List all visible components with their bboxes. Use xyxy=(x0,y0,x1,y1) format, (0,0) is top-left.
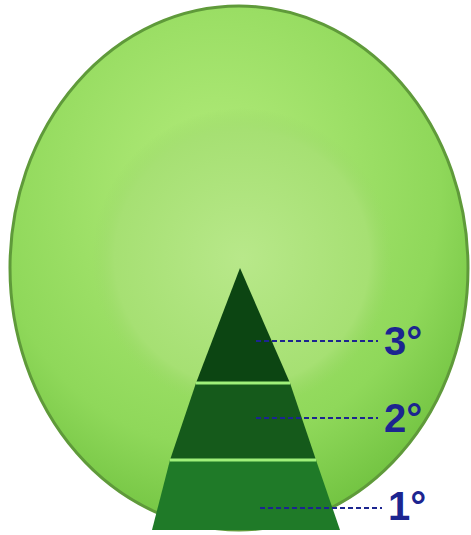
band-divider xyxy=(170,459,316,462)
level-label: 3° xyxy=(384,321,422,361)
outer-ellipse xyxy=(10,6,468,530)
level-label: 2° xyxy=(384,398,422,438)
inner-glow xyxy=(92,108,392,408)
band-divider xyxy=(196,382,290,385)
leader-line xyxy=(260,507,382,509)
leader-line xyxy=(256,340,378,342)
band-middle xyxy=(170,383,316,460)
band-top xyxy=(196,268,290,383)
leader-line xyxy=(256,417,378,419)
level-label: 1° xyxy=(388,486,426,526)
band-bottom xyxy=(152,460,340,530)
